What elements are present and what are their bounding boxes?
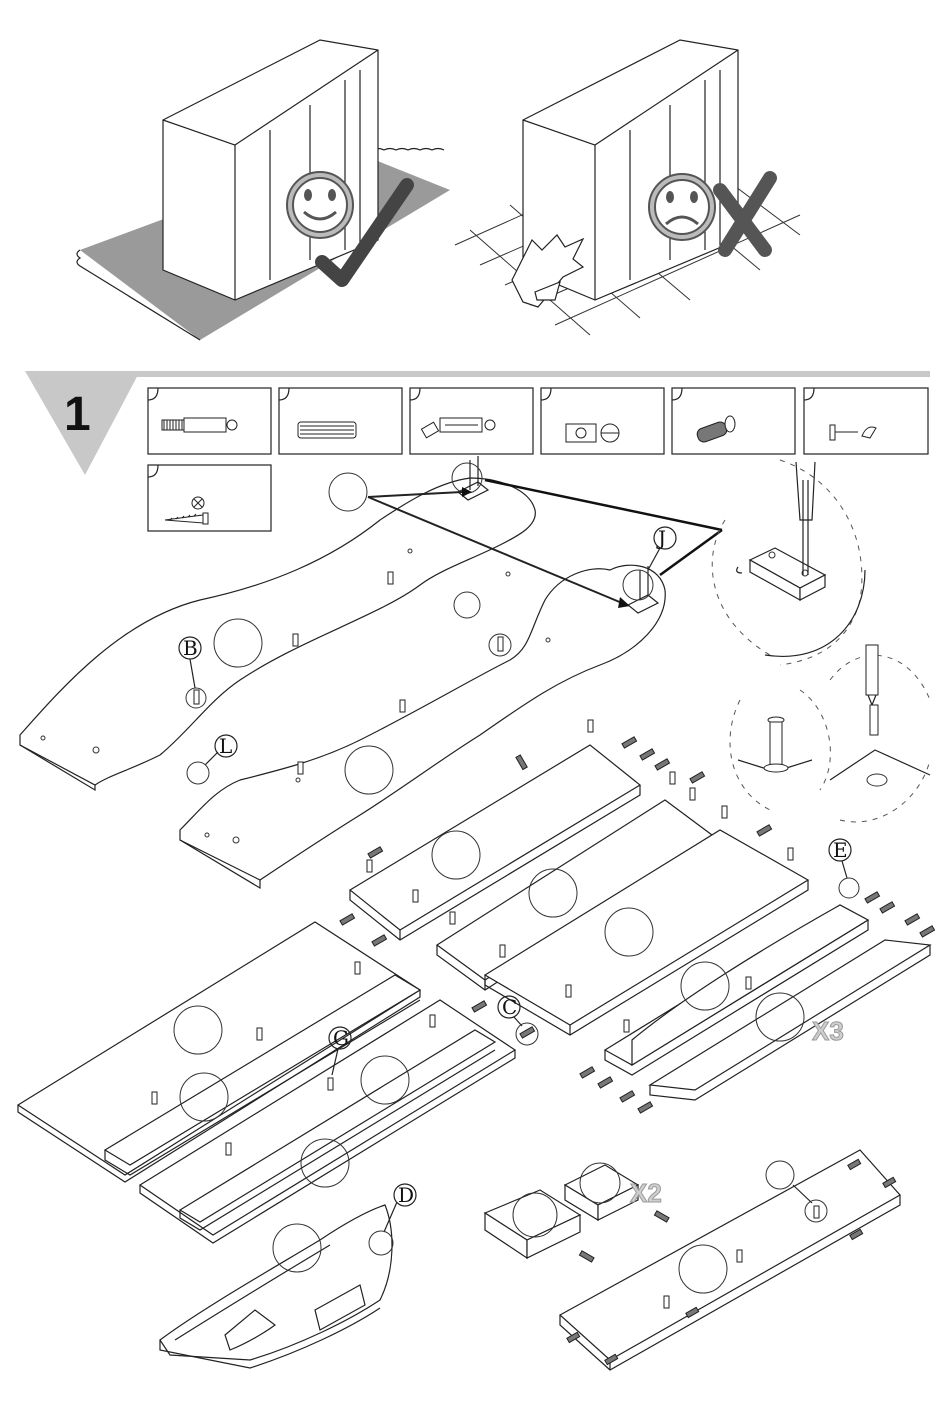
part-box-angled-cam-bolt (410, 388, 533, 454)
parts-list (148, 388, 928, 531)
label-l: L (219, 734, 232, 758)
back-board-assembly: G (18, 922, 515, 1243)
correct-surface-illustration (77, 40, 450, 340)
detail-pin-insert (830, 645, 930, 822)
part-box-cam-lock (541, 388, 664, 454)
label-c: C (502, 995, 517, 1019)
step-number: 1 (64, 388, 91, 441)
part-box-cam-bolt (148, 388, 271, 454)
part-box-dowel-plug (672, 388, 795, 454)
pin-nail-icon (830, 425, 876, 440)
hole-position-marker (329, 473, 367, 511)
corner-blocks: X2 (485, 1163, 669, 1262)
part-box-wood-screw (148, 465, 271, 531)
sad-face-icon (649, 174, 715, 240)
hole-position-marker (454, 592, 480, 618)
cam-bolt-icon (162, 418, 237, 432)
curved-side-panels: B L J (20, 456, 722, 888)
label-b: B (183, 636, 198, 660)
happy-face-icon (287, 172, 353, 238)
part-box-pin-nail (804, 388, 928, 454)
wood-screw-icon (165, 497, 208, 524)
label-j: J (656, 526, 666, 550)
cam-lock-icon (566, 424, 619, 442)
label-e: E (833, 838, 848, 862)
part-box-wood-dowel (279, 388, 402, 454)
detail-cam-bolt-insert (730, 690, 830, 810)
label-g: G (333, 1026, 349, 1050)
incorrect-surface-illustration (455, 40, 800, 335)
quantity-x3: X3 (812, 1016, 844, 1046)
angled-cam-bolt-icon (421, 418, 495, 438)
quantity-x2: X2 (630, 1178, 662, 1208)
label-d: D (398, 1183, 414, 1207)
wood-dowel-icon (298, 422, 356, 438)
dowel-plug-icon (696, 416, 735, 444)
detail-screw-block (712, 460, 865, 665)
